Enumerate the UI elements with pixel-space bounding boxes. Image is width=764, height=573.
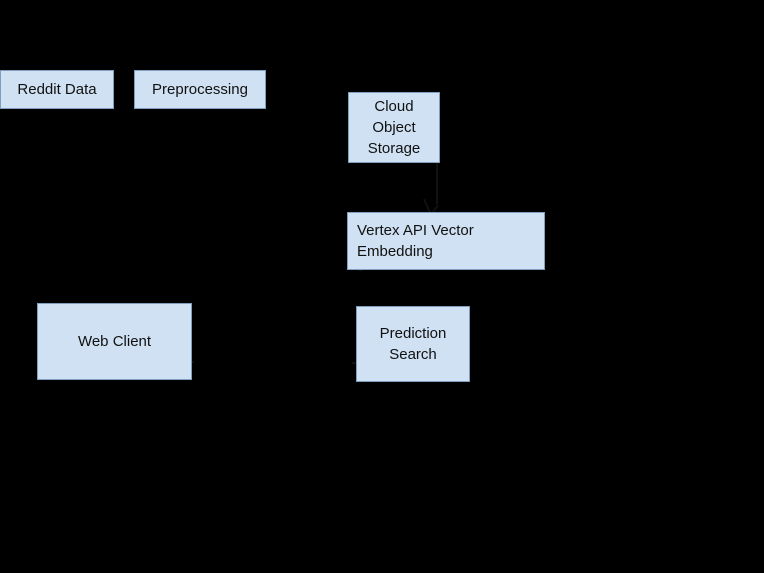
node-web-client[interactable]: Web Client: [37, 303, 192, 380]
node-cloud-object-storage[interactable]: Cloud Object Storage: [348, 92, 440, 163]
node-cloud-object-storage-label: Cloud Object Storage: [367, 98, 421, 157]
node-prediction-search[interactable]: Prediction Search: [356, 306, 470, 382]
node-prediction-search-label: Prediction Search: [379, 325, 447, 363]
node-preprocessing[interactable]: Preprocessing: [134, 70, 266, 109]
node-vertex-api-vector-embedding[interactable]: Vertex API Vector Embedding: [347, 212, 545, 270]
node-web-client-label: Web Client: [77, 333, 152, 350]
node-reddit-data-label: Reddit Data: [17, 81, 97, 98]
node-preprocessing-label: Preprocessing: [152, 81, 248, 98]
node-vertex-api-vector-embedding-label: Vertex API Vector Embedding: [357, 222, 474, 260]
node-reddit-data[interactable]: Reddit Data: [0, 70, 114, 109]
